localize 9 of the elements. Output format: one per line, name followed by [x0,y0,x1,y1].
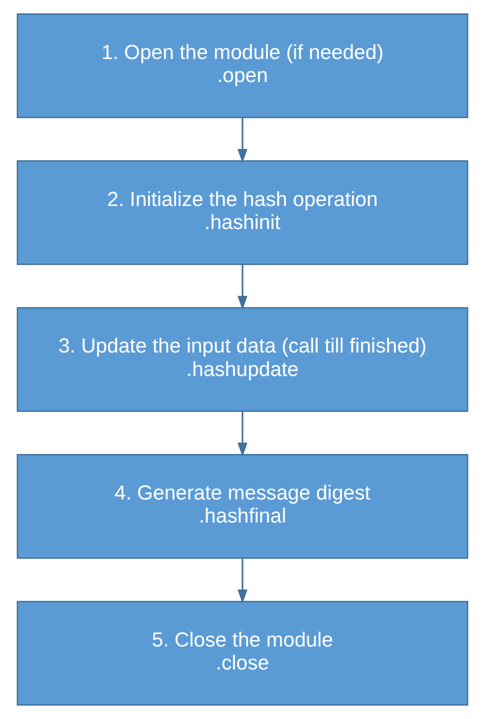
arrow [237,264,247,310]
arrow [237,118,247,164]
node-box: 3. Update the input data (call till finished) .hashupdate [16,307,468,412]
node-box: 1. Open the module (if needed) .open [16,13,468,118]
arrow [237,558,247,604]
node-box: 4. Generate message digest .hashfinal [16,454,468,559]
node-box: 5. Close the module .close [16,600,468,706]
arrow [237,411,247,457]
node-box: 2. Initialize the hash operation .hashinit [16,160,468,265]
